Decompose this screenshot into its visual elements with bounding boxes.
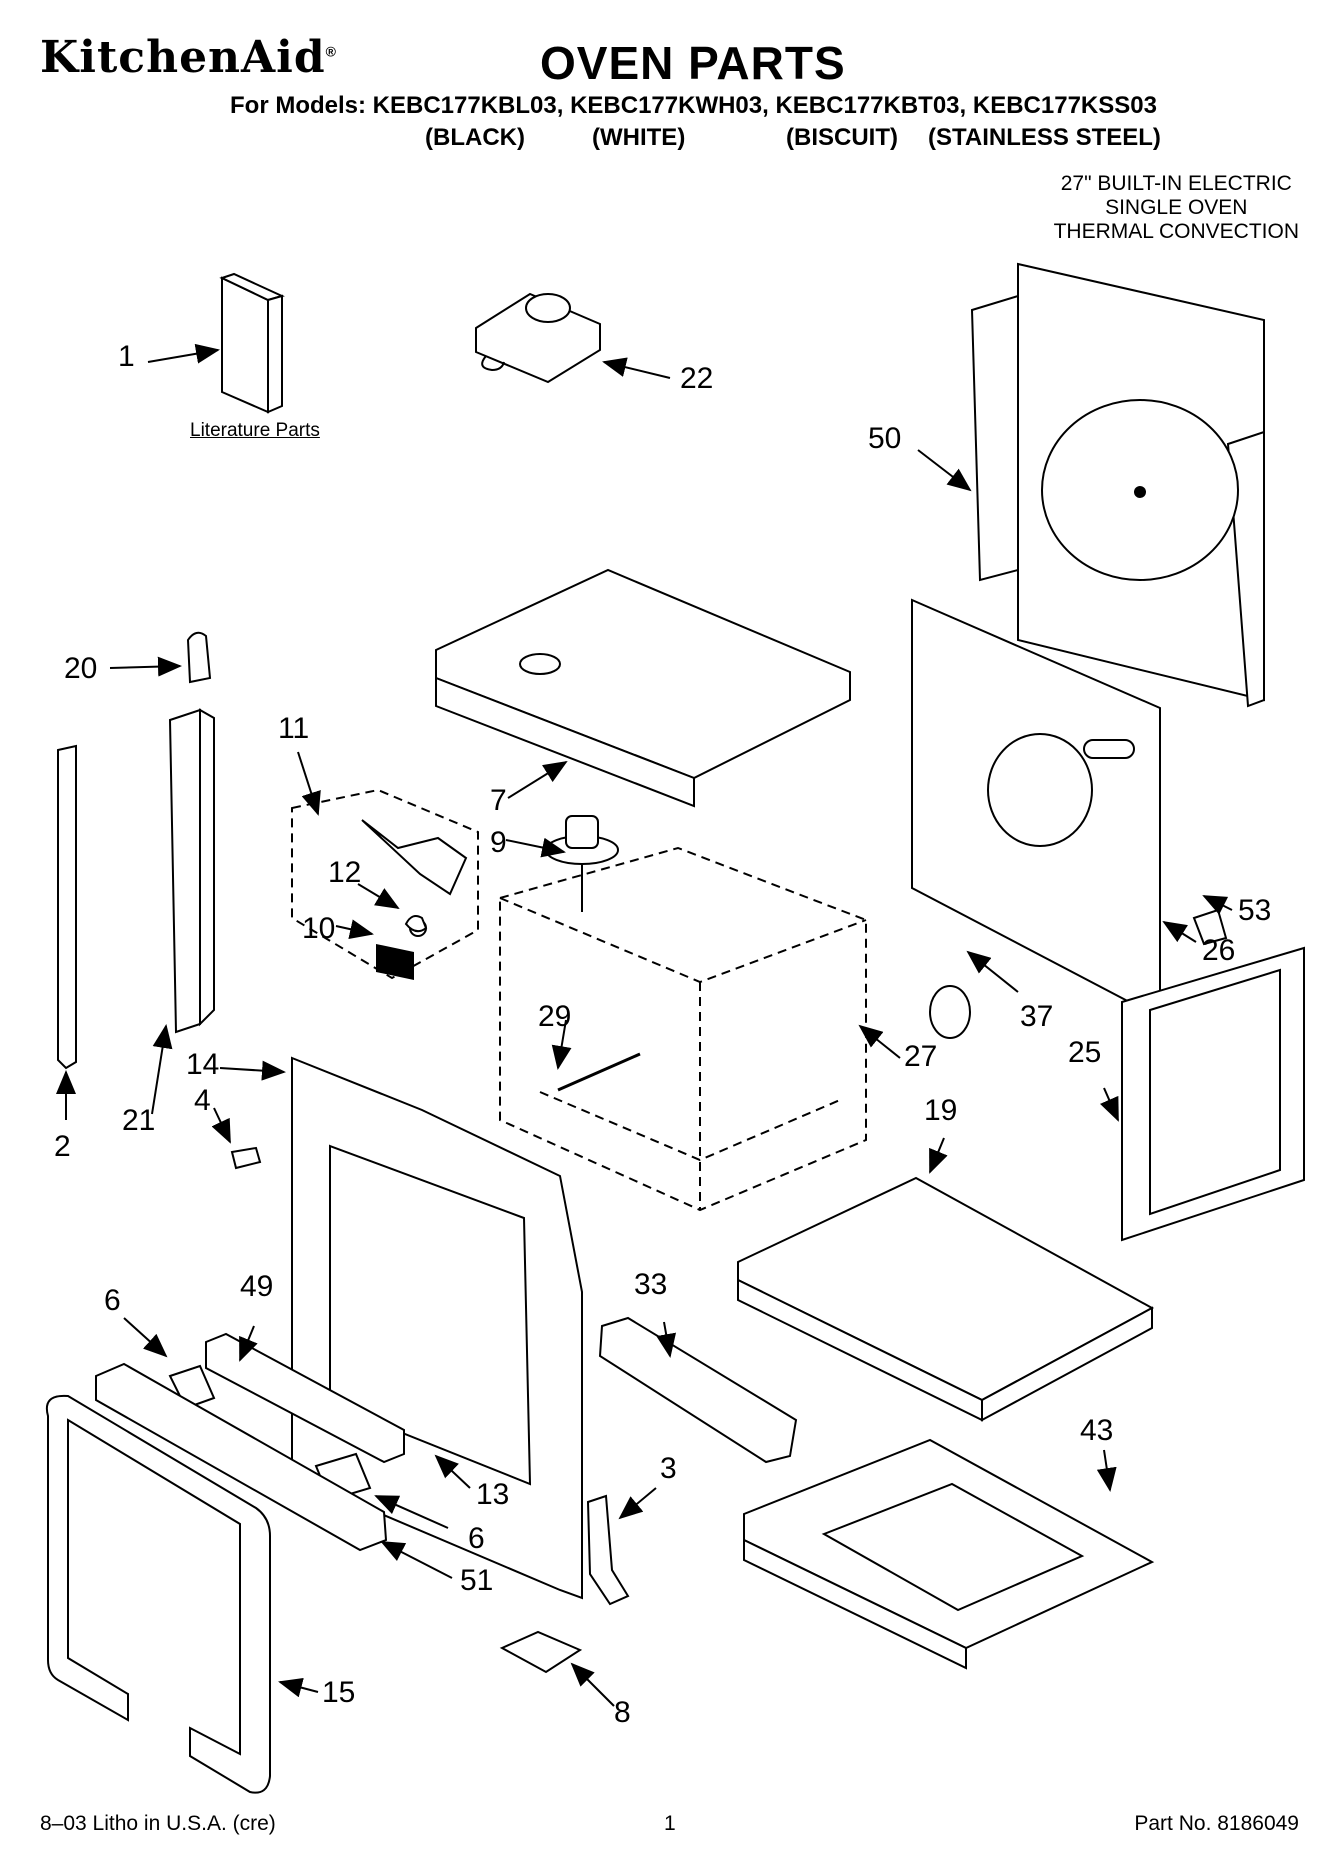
part-7-top-panel: [435, 568, 851, 808]
models-line: For Models: KEBC177KBL03, KEBC177KWH03, …: [230, 92, 1157, 119]
part-number: Part No. 8186049: [1134, 1812, 1299, 1835]
part-50-rear-panel: [970, 262, 1265, 708]
page-title: OVEN PARTS: [540, 37, 846, 89]
callout-49: 49: [240, 1270, 274, 1303]
callout-13: 13: [476, 1478, 510, 1511]
callout-15: 15: [322, 1676, 356, 1709]
page-number: 1: [664, 1812, 676, 1835]
part-49-rail: [205, 1332, 405, 1464]
part-21-side-trim: [168, 708, 215, 1034]
callout-37: 37: [1020, 1000, 1054, 1033]
part-3-bracket: [586, 1494, 630, 1606]
part-4-screw: [230, 1146, 262, 1170]
callout-9: 9: [490, 826, 507, 859]
callout-22: 22: [680, 362, 714, 395]
callout-1: 1: [118, 340, 135, 373]
callout-29: 29: [538, 1000, 572, 1033]
description-line: SINGLE OVEN: [1105, 196, 1248, 219]
callout-4: 4: [194, 1084, 211, 1117]
callout-26: 26: [1202, 934, 1236, 967]
part-2-strip: [57, 744, 77, 1070]
callout-7: 7: [490, 784, 507, 817]
part-20-clip: [186, 631, 212, 684]
part-26-back-wall: [911, 598, 1161, 1020]
callout-12: 12: [328, 856, 362, 889]
part-22-component: [475, 292, 601, 384]
part-27-cavity: [499, 846, 867, 1212]
callout-3: 3: [660, 1452, 677, 1485]
part-37-gasket: [929, 985, 971, 1039]
callout-53: 53: [1238, 894, 1272, 927]
part-19-tray: [737, 1176, 1155, 1422]
part-11-light-kit: [291, 788, 479, 980]
brand-logo: KitchenAid®: [40, 32, 337, 83]
part-1-literature: [219, 272, 285, 414]
part-51-vent-strip: [95, 1362, 388, 1552]
color-white: (WHITE): [592, 124, 686, 151]
callout-21: 21: [122, 1104, 156, 1137]
callout-11: 11: [278, 712, 310, 745]
color-stainless: (STAINLESS STEEL): [928, 124, 1161, 151]
part-14-front-frame: [291, 1056, 583, 1600]
callout-20: 20: [64, 652, 98, 685]
callout-19: 19: [924, 1094, 958, 1127]
callout-51: 51: [460, 1564, 494, 1597]
part-43-base-pan: [743, 1438, 1155, 1670]
leader-lines: [56, 343, 1233, 1707]
color-biscuit: (BISCUIT): [786, 124, 898, 151]
callout-25: 25: [1068, 1036, 1102, 1069]
callout-8: 8: [614, 1696, 631, 1729]
callout-27: 27: [904, 1040, 938, 1073]
callout-50: 50: [868, 422, 902, 455]
part-25-side-panel: [1121, 946, 1305, 1242]
callout-10: 10: [302, 912, 336, 945]
callout-14: 14: [186, 1048, 220, 1081]
part-33-rail: [598, 1316, 798, 1464]
part-9-element: [545, 815, 619, 912]
literature-parts-label: Literature Parts: [190, 420, 320, 441]
footer-litho: 8–03 Litho in U.S.A. (cre): [40, 1812, 276, 1835]
callout-33: 33: [634, 1268, 668, 1301]
description-line: THERMAL CONVECTION: [1053, 220, 1299, 243]
part-8-bracket: [499, 1630, 583, 1674]
color-black: (BLACK): [425, 124, 525, 151]
callout-6-top: 6: [104, 1284, 121, 1317]
callout-43: 43: [1080, 1414, 1114, 1447]
callout-2: 2: [54, 1130, 71, 1163]
description-line: 27" BUILT-IN ELECTRIC: [1060, 172, 1292, 195]
product-description: 27" BUILT-IN ELECTRIC SINGLE OVEN THERMA…: [1054, 172, 1299, 244]
part-12-bulb: [404, 915, 428, 933]
part-15-door-gasket: [46, 1394, 271, 1794]
callout-6-bottom: 6: [468, 1522, 485, 1555]
